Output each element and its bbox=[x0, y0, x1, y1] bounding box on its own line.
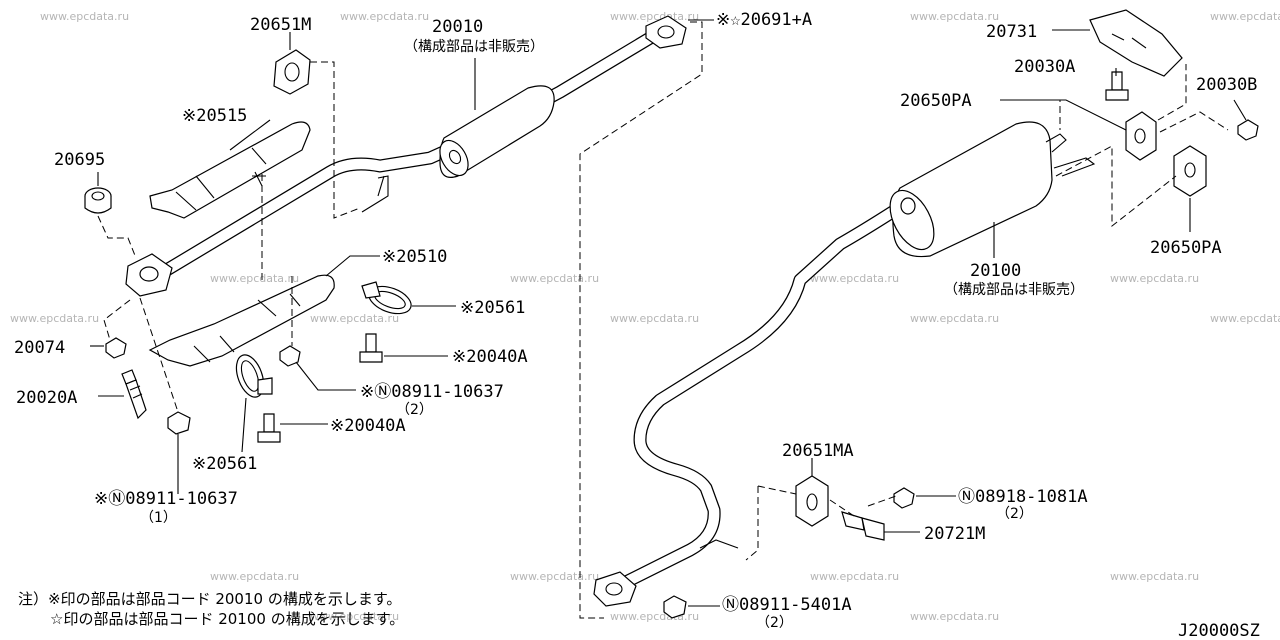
watermark: www.epcdata.ru bbox=[1110, 272, 1199, 285]
part-qty-08911-5401a: （2） bbox=[756, 615, 793, 631]
part-label-08918-1081a[interactable]: Ⓝ08918-1081A bbox=[958, 487, 1088, 507]
part-label-20695[interactable]: 20695 bbox=[54, 150, 105, 170]
nut-icon bbox=[105, 337, 127, 359]
part-label-20010[interactable]: 20010 bbox=[432, 17, 483, 37]
part-label-20030a[interactable]: 20030A bbox=[1014, 57, 1075, 77]
bolt-icon bbox=[359, 333, 383, 363]
part-label-20510[interactable]: ※20510 bbox=[382, 247, 447, 267]
part-label-20515[interactable]: ※20515 bbox=[182, 106, 247, 126]
part-label-20020a[interactable]: 20020A bbox=[16, 388, 77, 408]
part-label-20074[interactable]: 20074 bbox=[14, 338, 65, 358]
part-label-20731[interactable]: 20731 bbox=[986, 22, 1037, 42]
bracket-icon bbox=[841, 511, 885, 541]
watermark: www.epcdata.ru bbox=[510, 272, 599, 285]
heat-insulator-upper-icon bbox=[149, 121, 311, 219]
watermark: www.epcdata.ru bbox=[610, 610, 699, 623]
part-note-20010: （構成部品は非販売） bbox=[404, 39, 544, 55]
watermark: www.epcdata.ru bbox=[910, 610, 999, 623]
watermark: www.epcdata.ru bbox=[610, 10, 699, 23]
watermark: www.epcdata.ru bbox=[1110, 570, 1199, 583]
rubber-mount-icon bbox=[1173, 145, 1207, 197]
watermark: www.epcdata.ru bbox=[10, 312, 99, 325]
part-label-20651ma[interactable]: 20651MA bbox=[782, 441, 854, 461]
part-label-20561-lower[interactable]: ※20561 bbox=[192, 454, 257, 474]
clamp-icon bbox=[235, 354, 273, 398]
nut-icon bbox=[663, 595, 687, 619]
leader-lines-left bbox=[90, 19, 714, 494]
nut-icon bbox=[279, 345, 301, 367]
part-qty-08911-10637-upper: （2） bbox=[396, 402, 433, 418]
rubber-mount-icon bbox=[795, 475, 829, 527]
bolt-icon bbox=[257, 413, 281, 443]
part-label-08911-10637-upper[interactable]: ※Ⓝ08911-10637 bbox=[360, 382, 504, 402]
part-note-20100: （構成部品は非販売） bbox=[944, 282, 1084, 298]
watermark: www.epcdata.ru bbox=[510, 570, 599, 583]
flange-gasket-icon bbox=[645, 15, 687, 49]
part-label-20721m[interactable]: 20721M bbox=[924, 524, 985, 544]
watermark: www.epcdata.ru bbox=[910, 312, 999, 325]
note-line-1: 注）※印の部品は部品コード 20010 の構成を示します。 bbox=[18, 590, 401, 608]
part-label-20650pa-lower[interactable]: 20650PA bbox=[1150, 238, 1222, 258]
part-label-20651m[interactable]: 20651M bbox=[250, 15, 311, 35]
watermark-layer: www.epcdata.ru www.epcdata.ru www.epcdat… bbox=[10, 10, 1280, 623]
watermark: www.epcdata.ru bbox=[210, 272, 299, 285]
watermark: www.epcdata.ru bbox=[40, 10, 129, 23]
part-label-08911-10637-lower[interactable]: ※Ⓝ08911-10637 bbox=[94, 489, 238, 509]
watermark: www.epcdata.ru bbox=[910, 10, 999, 23]
part-label-20561-upper[interactable]: ※20561 bbox=[460, 298, 525, 318]
watermark: www.epcdata.ru bbox=[340, 10, 429, 23]
bracket-icon bbox=[1089, 9, 1183, 77]
watermark: www.epcdata.ru bbox=[810, 570, 899, 583]
legend-notes: 注）※印の部品は部品コード 20010 の構成を示します。 ☆印の部品は部品コー… bbox=[18, 590, 404, 628]
watermark: www.epcdata.ru bbox=[1210, 312, 1280, 325]
watermark: www.epcdata.ru bbox=[310, 312, 399, 325]
gasket-icon bbox=[84, 187, 112, 214]
part-label-20100[interactable]: 20100 bbox=[970, 261, 1021, 281]
dashed-guides-left bbox=[97, 21, 703, 619]
nut-icon bbox=[167, 411, 191, 435]
nut-icon bbox=[893, 487, 915, 509]
rubber-mount-icon bbox=[273, 49, 311, 95]
watermark: www.epcdata.ru bbox=[210, 570, 299, 583]
center-muffler-icon bbox=[439, 85, 555, 178]
note-line-2: ☆印の部品は部品コード 20100 の構成を示します。 bbox=[50, 610, 404, 628]
watermark: www.epcdata.ru bbox=[310, 610, 399, 623]
part-label-20650pa-upper[interactable]: 20650PA bbox=[900, 91, 972, 111]
nut-icon bbox=[1237, 119, 1259, 141]
diagram-code: J20000SZ bbox=[1178, 621, 1260, 640]
watermark: www.epcdata.ru bbox=[1210, 10, 1280, 23]
heat-insulator-lower-icon bbox=[148, 274, 335, 367]
part-qty-08918-1081a: （2） bbox=[996, 506, 1033, 522]
leader-lines-right bbox=[688, 29, 1247, 607]
clamp-icon bbox=[361, 281, 412, 315]
oxygen-sensor-icon bbox=[121, 369, 147, 420]
part-label-20040a-lower[interactable]: ※20040A bbox=[330, 416, 406, 436]
part-labels: 20651M 20010 （構成部品は非販売） ※☆20691+A ※20515… bbox=[14, 10, 1257, 631]
watermark: www.epcdata.ru bbox=[610, 312, 699, 325]
part-label-20691a[interactable]: ※☆20691+A bbox=[716, 10, 812, 30]
bolt-icon bbox=[1105, 71, 1129, 101]
rubber-mount-icon bbox=[1125, 111, 1157, 161]
part-label-08911-5401a[interactable]: Ⓝ08911-5401A bbox=[722, 595, 852, 615]
part-qty-08911-10637-lower: （1） bbox=[140, 510, 177, 526]
part-label-20030b[interactable]: 20030B bbox=[1196, 75, 1257, 95]
main-muffler-icon bbox=[889, 121, 1096, 258]
part-label-20040a-upper[interactable]: ※20040A bbox=[452, 347, 528, 367]
dashed-guides-right bbox=[745, 64, 1229, 561]
rear-exhaust-tube-icon bbox=[593, 195, 915, 607]
watermark: www.epcdata.ru bbox=[810, 272, 899, 285]
